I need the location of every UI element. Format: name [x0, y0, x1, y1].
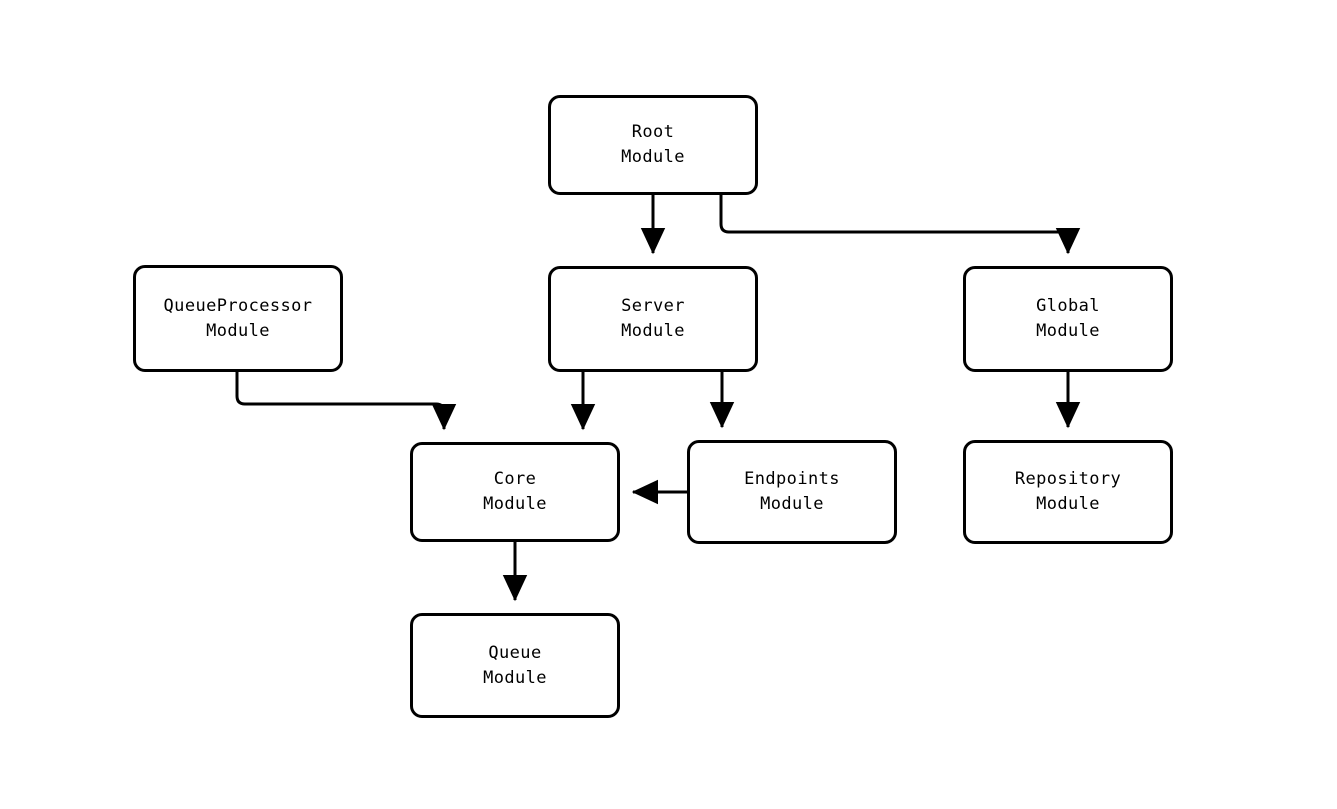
node-queueprocessor-module-line2: Module — [206, 320, 270, 341]
node-root-module-line1: Root — [631, 122, 675, 143]
node-server-module-line1: Server — [621, 296, 685, 317]
node-endpoints-module[interactable]: Endpoints Module — [687, 440, 897, 544]
node-core-module-line2: Module — [483, 494, 547, 514]
node-repository-module-line1: Repository — [1014, 469, 1122, 490]
node-queue-module[interactable]: Queue Module — [410, 613, 620, 718]
node-global-module-line1: Global — [1036, 296, 1100, 317]
node-core-module[interactable]: Core Module — [410, 442, 620, 542]
node-endpoints-module-line1: Endpoints — [744, 469, 840, 490]
node-server-module[interactable]: Server Module — [548, 266, 758, 372]
node-queue-module-line1: Queue — [488, 642, 542, 663]
node-global-module-line2: Module — [1036, 321, 1100, 341]
node-global-module[interactable]: Global Module — [963, 266, 1173, 372]
node-root-module[interactable]: Root Module — [548, 95, 758, 195]
node-repository-module[interactable]: Repository Module — [963, 440, 1173, 544]
edge-queueprocessor-to-core — [235, 372, 457, 431]
node-queueprocessor-module[interactable]: QueueProcessor Module — [133, 265, 343, 372]
edge-root-to-global — [719, 195, 1081, 255]
node-queue-module-line2: Module — [483, 667, 547, 688]
node-repository-module-line2: Module — [1036, 494, 1100, 514]
node-root-module-line2: Module — [621, 147, 685, 167]
node-server-module-line2: Module — [621, 321, 685, 341]
node-queueprocessor-module-line1: QueueProcessor — [163, 295, 313, 316]
node-endpoints-module-line2: Module — [760, 494, 824, 514]
node-core-module-line1: Core — [493, 469, 537, 490]
